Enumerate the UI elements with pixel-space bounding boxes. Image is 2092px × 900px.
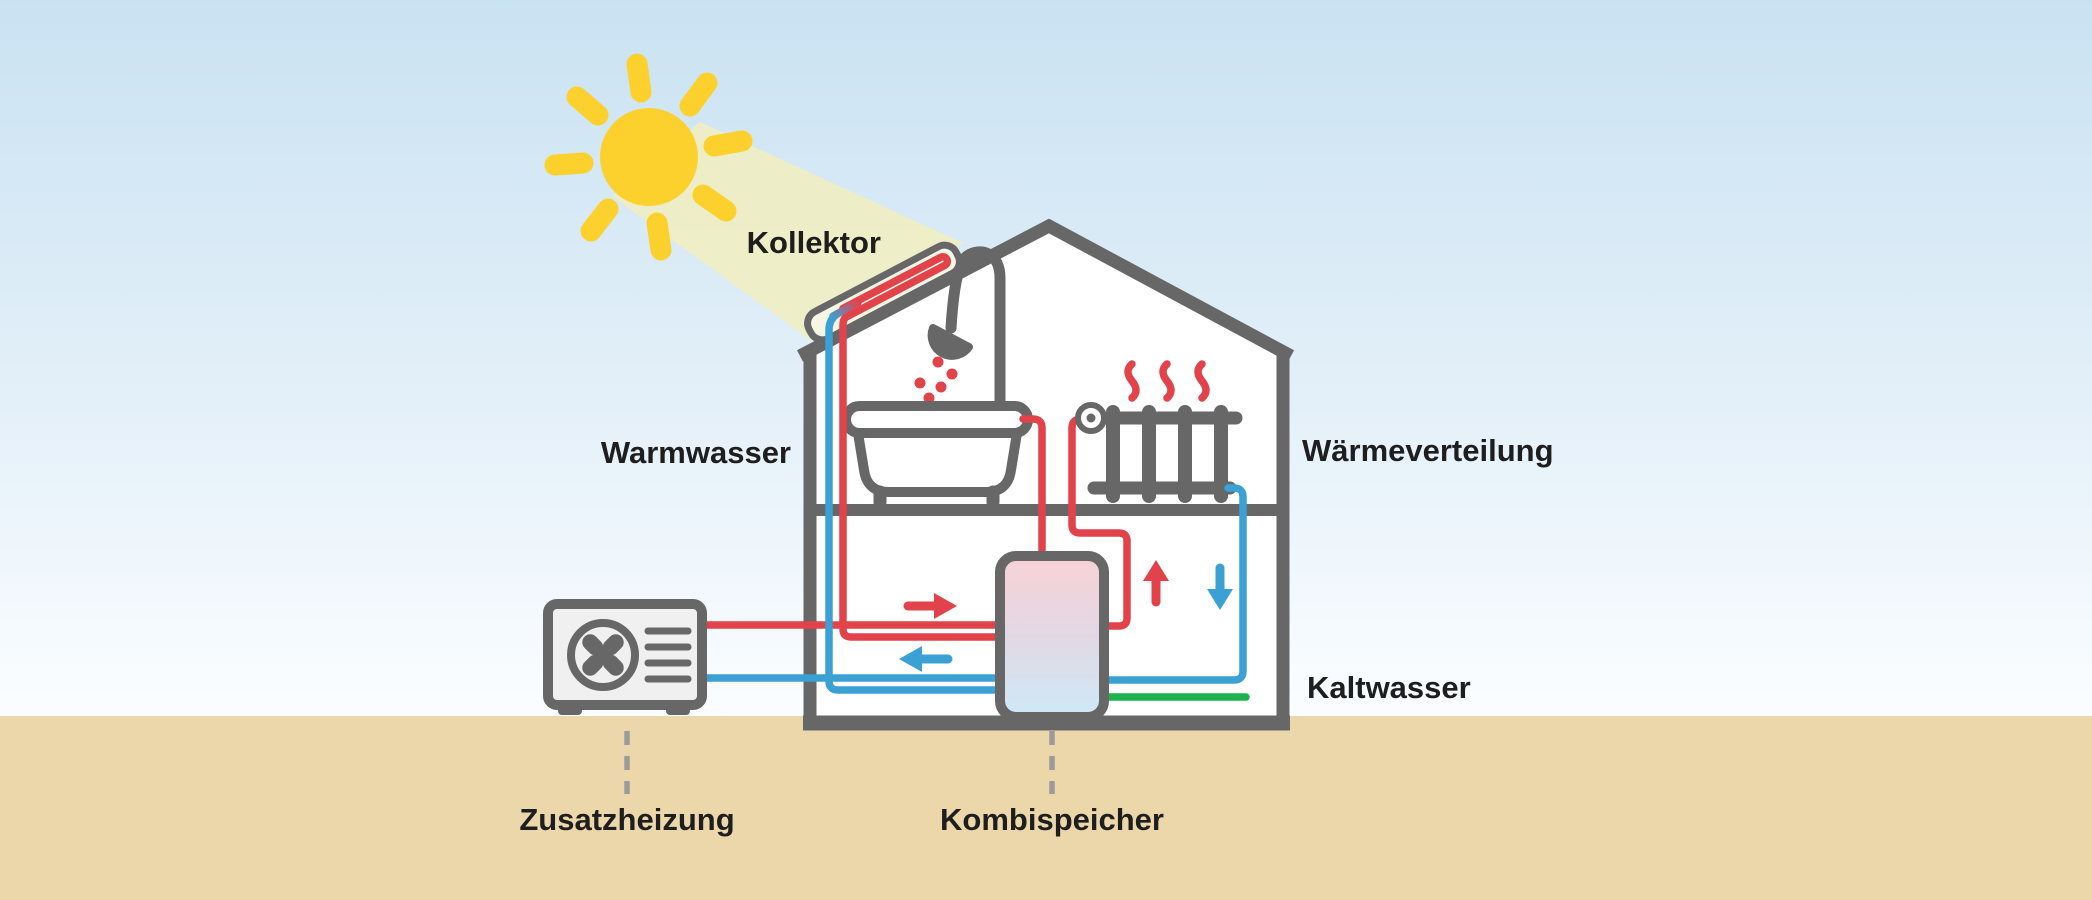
arrow-right-hot <box>903 593 957 619</box>
sun-ray <box>566 86 609 126</box>
radiator-icon <box>1087 360 1243 503</box>
fan-blades-icon <box>582 634 624 676</box>
house <box>796 218 1295 731</box>
bathtub-rim <box>841 401 1033 438</box>
shower-arm <box>945 246 1006 413</box>
label-zusatzheizung: Zusatzheizung <box>519 802 735 837</box>
label-kaltwasser: Kaltwasser <box>1307 670 1471 705</box>
heat-waves-icon <box>1124 360 1210 402</box>
arrow-up-hot <box>1143 560 1169 607</box>
house-interior <box>810 226 1283 723</box>
arrow-down-cold <box>1207 563 1233 610</box>
label-warmwasser: Warmwasser <box>600 435 791 470</box>
pipe-collector-transition <box>829 298 862 320</box>
bathtub-shower-icon <box>841 246 1033 509</box>
label-kollektor: Kollektor <box>746 225 881 260</box>
vent-lines-icon <box>644 627 692 683</box>
sun-ray <box>679 72 718 117</box>
sun-ray <box>626 53 652 103</box>
fan-ring-icon <box>567 619 639 691</box>
sun-ray <box>703 130 753 157</box>
sun-ray <box>544 152 594 176</box>
flow-arrows <box>899 560 1233 672</box>
shower-head-icon <box>927 324 973 360</box>
arrow-left-cold <box>899 646 953 672</box>
pipe-radiator-supply <box>1068 415 1131 630</box>
ground <box>0 716 2092 900</box>
pipe-bathtub-hot <box>1019 415 1046 566</box>
sun-ray <box>580 198 619 242</box>
sun-ray <box>692 184 737 222</box>
label-waermeverteilung: Wärmeverteilung <box>1302 433 1554 468</box>
radiator-valve-icon <box>1075 402 1107 434</box>
heat-pump-icon <box>543 599 707 715</box>
sun-disc <box>600 108 698 206</box>
bathtub-body <box>853 432 1022 497</box>
pipe-network <box>696 253 1250 701</box>
pipe-radiator-return <box>1096 484 1247 684</box>
sun-icon <box>544 53 753 261</box>
combi-storage-tank <box>995 551 1109 722</box>
pipe-collector-hot <box>839 253 1009 641</box>
sun-ray <box>646 212 672 261</box>
label-kombispeicher: Kombispeicher <box>940 802 1164 837</box>
leader-lines <box>624 731 1055 794</box>
